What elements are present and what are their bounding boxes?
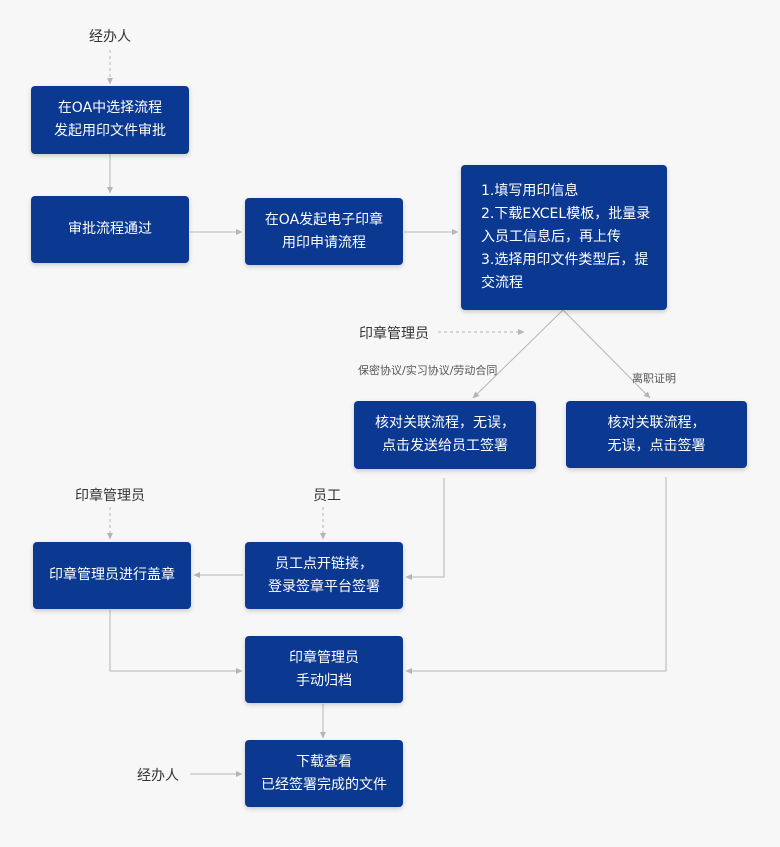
label-handler-bottom: 经办人 — [137, 768, 179, 784]
node-steps-line-4: 3.选择用印文件类型后，提 — [481, 252, 649, 268]
node-verify-sign-line-1: 核对关联流程， — [607, 414, 706, 431]
label-employee: 员工 — [313, 488, 341, 504]
node-verify-send-line-2: 点击发送给员工签署 — [382, 438, 508, 454]
connector-branch-left — [472, 309, 564, 399]
connector-stamp-to-archive — [109, 610, 243, 675]
node-verify-send-to-employee: 核对关联流程，无误， 点击发送给员工签署 — [354, 401, 536, 469]
node-manual-archive: 印章管理员 手动归档 — [245, 636, 403, 703]
node-employee-sign: 员工点开链接， 登录签章平台签署 — [245, 542, 403, 609]
node-download-line-2: 已经签署完成的文件 — [261, 776, 387, 793]
node-steps-line-1: 1.填写用印信息 — [481, 183, 579, 199]
node-download-view: 下载查看 已经签署完成的文件 — [245, 740, 403, 807]
node-download-line-1: 下载查看 — [296, 753, 352, 770]
node-oa-select-line-1: 在OA中选择流程 — [57, 100, 163, 116]
node-steps-line-2: 2.下载EXCEL模板，批量录 — [481, 206, 651, 222]
node-oa-esign-line-1: 在OA发起电子印章 — [264, 211, 384, 228]
node-approval-passed-line-1: 审批流程通过 — [68, 221, 152, 237]
node-oa-esign-request: 在OA发起电子印章 用印申请流程 — [245, 198, 403, 265]
label-branch-left: 保密协议/实习协议/劳动合同 — [358, 364, 498, 377]
node-seal-admin-stamp-line-1: 印章管理员进行盖章 — [49, 567, 175, 583]
node-seal-admin-stamp: 印章管理员进行盖章 — [33, 542, 191, 609]
connector-send-to-employee — [405, 478, 445, 581]
node-oa-select-line-2: 发起用印文件审批 — [54, 123, 166, 139]
connector-branch-right — [562, 309, 651, 399]
node-oa-select-process: 在OA中选择流程 发起用印文件审批 — [31, 86, 189, 154]
node-oa-esign-line-2: 用印申请流程 — [282, 234, 366, 251]
node-verify-sign-line-2: 无误，点击签署 — [607, 437, 706, 454]
node-manual-archive-line-2: 手动归档 — [296, 672, 352, 689]
label-handler-top: 经办人 — [89, 29, 131, 45]
node-employee-sign-line-2: 登录签章平台签署 — [268, 578, 380, 595]
node-manual-archive-line-1: 印章管理员 — [289, 649, 359, 666]
label-seal-admin-mid: 印章管理员 — [359, 326, 429, 342]
node-steps: 1.填写用印信息 2.下载EXCEL模板，批量录 入员工信息后，再上传 3.选择… — [461, 165, 667, 310]
node-verify-send-line-1: 核对关联流程，无误， — [375, 415, 515, 431]
node-verify-sign: 核对关联流程， 无误，点击签署 — [566, 401, 747, 468]
node-steps-line-3: 入员工信息后，再上传 — [481, 229, 621, 245]
connector-sign-to-archive — [405, 477, 667, 675]
label-seal-admin-left: 印章管理员 — [75, 488, 145, 504]
node-approval-passed: 审批流程通过 — [31, 196, 189, 263]
node-steps-line-5: 交流程 — [481, 275, 523, 291]
label-branch-right: 离职证明 — [632, 372, 676, 385]
node-employee-sign-line-1: 员工点开链接， — [275, 555, 373, 572]
